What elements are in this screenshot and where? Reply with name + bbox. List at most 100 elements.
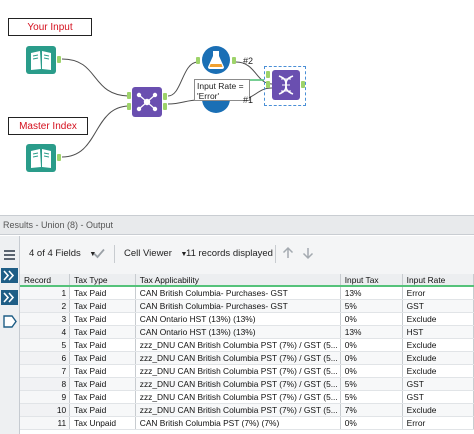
cell-input-rate[interactable]: Error — [402, 416, 474, 430]
expand-all-button[interactable] — [1, 268, 18, 283]
cell-record[interactable]: 11 — [20, 416, 71, 430]
anchor-label-1: #1 — [243, 95, 254, 105]
cell-input-tax[interactable]: 7% — [340, 403, 403, 417]
cell-record[interactable]: 9 — [20, 390, 71, 404]
cell-tax-type[interactable]: Tax Paid — [69, 377, 136, 391]
formula-tool[interactable] — [196, 44, 236, 76]
cell-input-tax[interactable]: 5% — [340, 390, 403, 404]
union-tool[interactable] — [126, 86, 170, 118]
workflow-canvas[interactable]: Your Input Master Index — [0, 0, 474, 214]
tag-icon — [3, 315, 17, 328]
cell-tax-type[interactable]: Tax Paid — [69, 325, 136, 339]
chevron-down-icon: ▼ — [180, 251, 188, 258]
cell-input-rate[interactable]: Exclude — [402, 312, 474, 326]
cell-input-rate[interactable]: Error — [402, 286, 474, 300]
cell-viewer-label: Cell Viewer — [124, 248, 172, 259]
cell-input-rate[interactable]: Exclude — [402, 364, 474, 378]
cell-tax-applicability[interactable]: CAN Ontario HST (13%) (13%) — [135, 312, 341, 326]
cell-record[interactable]: 5 — [20, 338, 71, 352]
results-grid[interactable]: Record Tax Type Tax Applicability Input … — [20, 274, 474, 434]
column-header-record[interactable]: Record — [20, 274, 71, 287]
cell-viewer-dropdown[interactable]: Cell Viewer ▼ — [124, 248, 187, 259]
cell-tax-applicability[interactable]: zzz_DNU CAN British Columbia PST (7%) / … — [135, 338, 341, 352]
cell-input-tax[interactable]: 0% — [340, 312, 403, 326]
cell-input-tax[interactable]: 0% — [340, 416, 403, 430]
cell-tax-type[interactable]: Tax Paid — [69, 390, 136, 404]
cell-tax-applicability[interactable]: zzz_DNU CAN British Columbia PST (7%) / … — [135, 364, 341, 378]
cell-tax-type[interactable]: Tax Paid — [69, 286, 136, 300]
cell-input-rate[interactable]: Exclude — [402, 403, 474, 417]
scroll-up-button[interactable] — [281, 246, 295, 263]
cell-input-rate[interactable]: HST — [402, 325, 474, 339]
collapse-all-button[interactable] — [1, 290, 18, 305]
cell-input-rate[interactable]: Exclude — [402, 351, 474, 365]
cell-record[interactable]: 2 — [20, 299, 71, 313]
tag-view-button[interactable] — [1, 314, 18, 329]
cell-tax-type[interactable]: Tax Unpaid — [69, 416, 136, 430]
column-header-tax-applicability[interactable]: Tax Applicability — [135, 274, 341, 287]
column-header-input-rate[interactable]: Input Rate — [402, 274, 474, 287]
cell-input-tax[interactable]: 0% — [340, 338, 403, 352]
cell-tax-applicability[interactable]: zzz_DNU CAN British Columbia PST (7%) / … — [135, 390, 341, 404]
cell-input-tax[interactable]: 13% — [340, 325, 403, 339]
cell-record[interactable]: 8 — [20, 377, 71, 391]
cell-tax-type[interactable]: Tax Paid — [69, 338, 136, 352]
cell-record[interactable]: 10 — [20, 403, 71, 417]
your-input-label[interactable]: Your Input — [8, 18, 92, 36]
list-view-button[interactable] — [1, 248, 18, 263]
master-index-label[interactable]: Master Index — [8, 117, 88, 135]
cell-record[interactable]: 3 — [20, 312, 71, 326]
cell-tax-type[interactable]: Tax Paid — [69, 364, 136, 378]
list-icon — [4, 250, 15, 260]
cell-input-tax[interactable]: 13% — [340, 286, 403, 300]
cell-tax-applicability[interactable]: CAN British Columbia- Purchases- GST — [135, 299, 341, 313]
input-tool-your-input[interactable] — [25, 45, 62, 75]
column-header-tax-type[interactable]: Tax Type — [69, 274, 136, 287]
dna-tool[interactable] — [264, 66, 306, 106]
cell-tax-applicability[interactable]: CAN British Columbia- Purchases- GST — [135, 286, 341, 300]
cell-input-rate[interactable]: GST — [402, 377, 474, 391]
cell-input-tax[interactable]: 5% — [340, 299, 403, 313]
scroll-down-button[interactable] — [301, 246, 315, 263]
book-icon — [26, 144, 61, 172]
results-table: Record Tax Type Tax Applicability Input … — [20, 274, 474, 430]
cell-input-rate[interactable]: GST — [402, 299, 474, 313]
double-chevron-right-icon — [3, 270, 15, 281]
cell-record[interactable]: 1 — [20, 286, 71, 300]
input-tool-master-index[interactable] — [25, 143, 62, 173]
cell-input-tax[interactable]: 0% — [340, 351, 403, 365]
cell-tax-applicability[interactable]: zzz_DNU CAN British Columbia PST (7%) / … — [135, 351, 341, 365]
join-network-icon — [127, 87, 167, 117]
results-window-title: Results - Union (8) - Output — [0, 215, 474, 235]
cell-input-tax[interactable]: 0% — [340, 364, 403, 378]
cell-input-rate[interactable]: Exclude — [402, 338, 474, 352]
apply-fields-button[interactable] — [92, 246, 106, 263]
cell-record[interactable]: 6 — [20, 351, 71, 365]
cell-tax-type[interactable]: Tax Paid — [69, 351, 136, 365]
cell-tax-type[interactable]: Tax Paid — [69, 299, 136, 313]
cell-record[interactable]: 7 — [20, 364, 71, 378]
anchor-label-2: #2 — [243, 56, 254, 66]
cell-tax-applicability[interactable]: CAN Ontario HST (13%) (13%) — [135, 325, 341, 339]
cell-tax-type[interactable]: Tax Paid — [69, 403, 136, 417]
cell-tax-applicability[interactable]: zzz_DNU CAN British Columbia PST (7%) / … — [135, 377, 341, 391]
cell-record[interactable]: 4 — [20, 325, 71, 339]
fields-selector[interactable]: 4 of 4 Fields ▼ — [29, 248, 96, 259]
cell-tax-applicability[interactable]: zzz_DNU CAN British Columbia PST (7%) / … — [135, 403, 341, 417]
cell-input-tax[interactable]: 5% — [340, 377, 403, 391]
cell-tax-type[interactable]: Tax Paid — [69, 312, 136, 326]
column-header-input-tax[interactable]: Input Tax — [340, 274, 403, 287]
cell-tax-applicability[interactable]: CAN British Columbia PST (7%) (7%) — [135, 416, 341, 430]
cell-input-rate[interactable]: GST — [402, 390, 474, 404]
